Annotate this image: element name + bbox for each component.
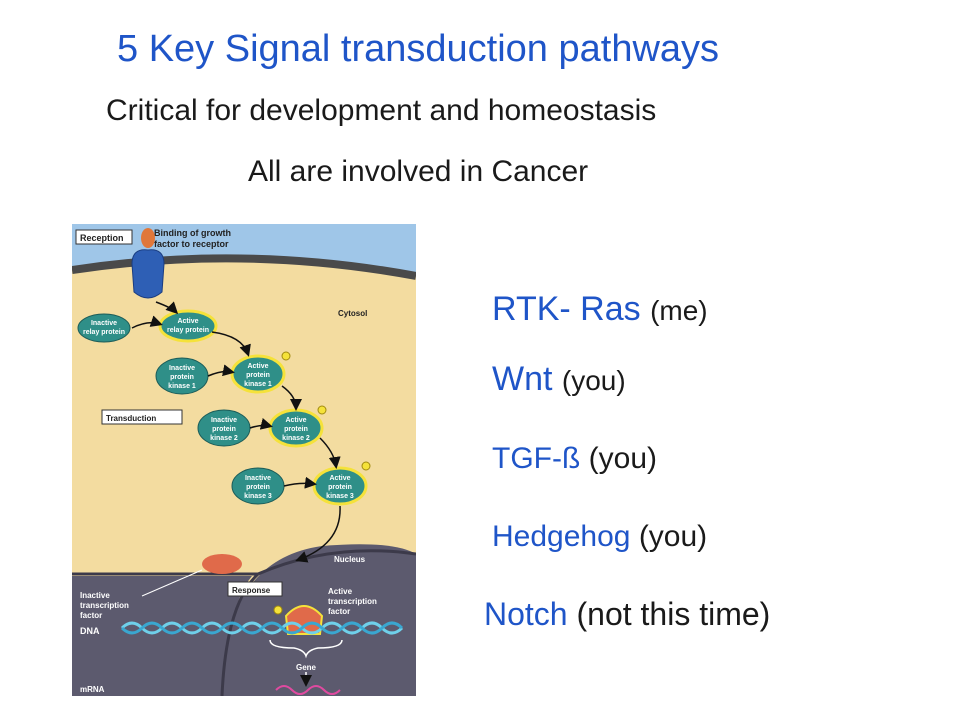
svg-text:protein: protein — [212, 426, 236, 433]
svg-text:Active: Active — [285, 417, 306, 424]
phosphate-3 — [361, 461, 371, 471]
gene-brace — [269, 639, 343, 659]
pathway-name: Wnt — [492, 360, 553, 398]
pathway-name: Notch — [484, 596, 568, 632]
cytosol-label: Cytosol — [338, 309, 367, 318]
growth-factor — [141, 228, 155, 248]
pathway-note: (you) — [638, 520, 708, 553]
svg-text:Active: Active — [247, 363, 268, 370]
svg-text:Active: Active — [329, 475, 350, 482]
svg-text:relay protein: relay protein — [167, 327, 209, 334]
pathway-note: (not this time) — [576, 596, 771, 632]
dna-strand-2 — [120, 621, 404, 635]
svg-text:protein: protein — [284, 426, 308, 433]
svg-text:kinase 3: kinase 3 — [326, 493, 354, 500]
pathway-hedgehog: Hedgehog (you) — [492, 520, 707, 554]
svg-text:kinase 3: kinase 3 — [244, 493, 272, 500]
phosphate-2 — [317, 405, 327, 415]
subtitle-development: Critical for development and homeostasis — [106, 94, 657, 127]
pathway-note: (you) — [561, 365, 626, 396]
response-box — [227, 581, 283, 597]
phosphate-4 — [273, 605, 283, 615]
binding-label-2: factor to receptor — [154, 239, 229, 249]
signal-transduction-diagram: Reception Binding of growth factor to re… — [72, 224, 416, 696]
receptor — [131, 249, 165, 299]
pathway-notch: Notch (not this time) — [484, 596, 770, 633]
svg-text:Inactive: Inactive — [245, 475, 271, 482]
svg-text:kinase 2: kinase 2 — [210, 435, 238, 442]
active-relay-protein — [158, 309, 218, 343]
svg-text:protein: protein — [328, 484, 352, 491]
dna-label: DNA — [80, 626, 100, 636]
svg-text:protein: protein — [170, 374, 194, 381]
svg-text:kinase 1: kinase 1 — [244, 381, 272, 388]
reception-box — [75, 229, 133, 245]
cell-membrane — [72, 254, 416, 280]
pathway-name: RTK- Ras — [492, 290, 641, 328]
svg-text:Active: Active — [177, 318, 198, 325]
svg-text:protein: protein — [246, 372, 270, 379]
svg-text:kinase 1: kinase 1 — [168, 383, 196, 390]
pathway-note: (you) — [588, 442, 658, 475]
pathway-wnt: Wnt (you) — [492, 360, 626, 399]
slide-title: 5 Key Signal transduction pathways — [117, 28, 720, 70]
transduction-box — [101, 409, 183, 425]
nucleus-label: Nucleus — [334, 555, 366, 564]
svg-text:transcription: transcription — [328, 597, 377, 606]
svg-text:relay protein: relay protein — [83, 329, 125, 336]
inactive-transcription-factor — [202, 554, 242, 574]
gene-label: Gene — [296, 663, 317, 672]
svg-text:kinase 2: kinase 2 — [282, 435, 310, 442]
svg-text:factor: factor — [80, 611, 102, 620]
mrna-label: mRNA — [80, 685, 105, 694]
pathway-note: (me) — [650, 295, 708, 326]
reception-label: Reception — [80, 233, 124, 243]
svg-text:Inactive: Inactive — [211, 417, 237, 424]
pathway-name: TGF-ß — [492, 442, 581, 475]
svg-text:factor: factor — [328, 607, 350, 616]
pathway-rtk-ras: RTK- Ras (me) — [492, 290, 708, 329]
mrna-strand — [275, 685, 341, 695]
svg-text:protein: protein — [246, 484, 270, 491]
pathway-tgf-beta: TGF-ß (you) — [492, 442, 657, 476]
svg-text:Active: Active — [328, 587, 353, 596]
svg-text:Inactive: Inactive — [169, 365, 195, 372]
svg-text:transcription: transcription — [80, 601, 129, 610]
svg-text:Inactive: Inactive — [80, 591, 110, 600]
response-label: Response — [232, 586, 271, 595]
pathway-name: Hedgehog — [492, 520, 631, 553]
subtitle-cancer: All are involved in Cancer — [248, 155, 589, 188]
svg-text:Inactive: Inactive — [91, 320, 117, 327]
phosphate-1 — [281, 351, 291, 361]
transduction-label: Transduction — [106, 414, 156, 423]
inactive-relay-protein — [77, 313, 131, 343]
binding-label: Binding of growth — [154, 228, 231, 238]
